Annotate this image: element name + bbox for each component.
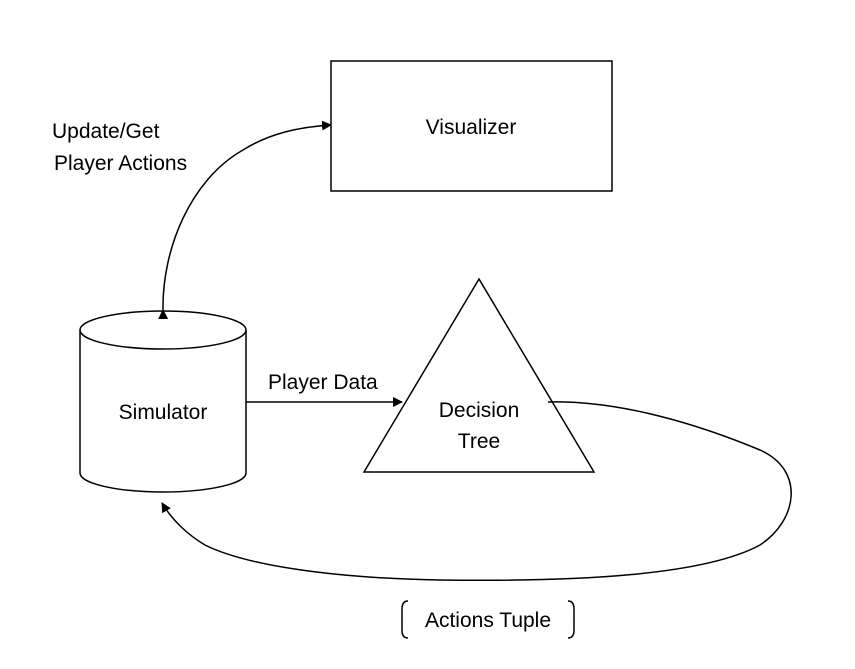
decision-tree-label-line2: Tree: [458, 430, 500, 453]
update-get-label-line1: Update/Get: [52, 120, 160, 143]
visualizer-node[interactable]: Visualizer: [330, 60, 613, 192]
update-get-label-line2: Player Actions: [54, 152, 187, 175]
left-paren: [401, 600, 409, 639]
right-paren: [567, 600, 575, 639]
actions-tuple-arrow: [161, 401, 792, 582]
decision-tree-label-line1: Decision: [439, 399, 520, 422]
decision-tree-node[interactable]: Decision Tree: [362, 277, 596, 473]
visualizer-label: Visualizer: [426, 116, 517, 139]
actions-tuple-label-group: Actions Tuple: [401, 600, 575, 639]
update-get-arrow: [158, 120, 332, 320]
player-data-label: Player Data: [268, 371, 378, 394]
actions-tuple-label: Actions Tuple: [425, 609, 551, 632]
simulator-node[interactable]: Simulator: [79, 310, 247, 493]
simulator-label: Simulator: [119, 401, 208, 424]
